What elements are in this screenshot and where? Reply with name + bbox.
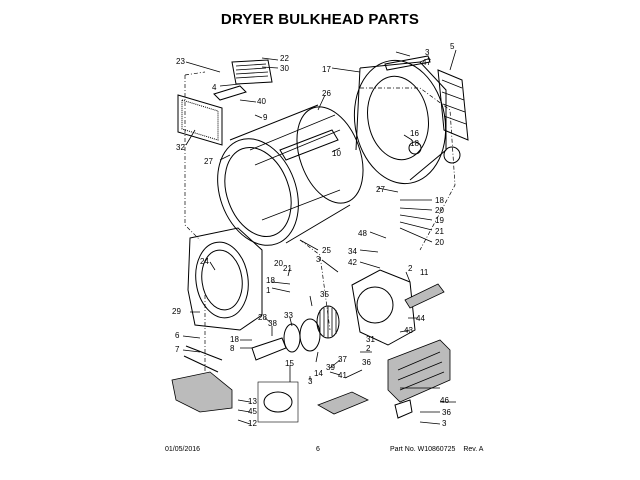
footer-page-number: 6 (316, 446, 320, 453)
callout-10: 10 (332, 149, 341, 158)
callout-29: 29 (172, 307, 181, 316)
callout-38: 38 (268, 319, 277, 328)
callout-47: 47 (422, 58, 431, 67)
callout-32: 32 (176, 143, 185, 152)
callout-37: 37 (338, 355, 347, 364)
page-title: DRYER BULKHEAD PARTS (220, 11, 420, 28)
callout-5: 5 (450, 42, 455, 51)
callout-8: 8 (230, 344, 235, 353)
blower-housing (351, 269, 416, 346)
callout-18d: 18 (230, 335, 239, 344)
glide-7 (183, 355, 219, 373)
callout-43: 43 (404, 326, 413, 335)
callout-44: 44 (416, 314, 425, 323)
drum (217, 104, 364, 246)
callout-1: 1 (266, 286, 271, 295)
callout-9: 9 (263, 113, 268, 122)
lint-filter (317, 391, 369, 415)
callout-20a: 20 (435, 206, 444, 215)
duct-38 (251, 337, 287, 361)
callout-25: 25 (322, 246, 331, 255)
callout-40: 40 (257, 97, 266, 106)
lint-screen (177, 94, 223, 146)
callout-12: 12 (248, 419, 257, 428)
seal-box (257, 381, 299, 423)
callout-18b: 18 (435, 196, 444, 205)
revision-text: Rev. A (463, 446, 484, 453)
callout-33: 33 (284, 311, 293, 320)
callout-36b: 36 (442, 408, 451, 417)
callout-15: 15 (285, 359, 294, 368)
assembly-outline (184, 71, 456, 395)
seal-39 (299, 318, 321, 352)
callout-27a: 27 (204, 157, 213, 166)
callout-13: 13 (248, 397, 257, 406)
callout-30: 30 (280, 64, 289, 73)
callout-3a: 3 (425, 48, 430, 57)
callout-21b: 21 (283, 264, 292, 273)
callout-23: 23 (176, 57, 185, 66)
callout-19: 19 (435, 216, 444, 225)
latch-bracket (213, 85, 247, 101)
lint-duct (171, 371, 233, 413)
callout-42: 42 (348, 258, 357, 267)
callout-14: 14 (314, 369, 323, 378)
blower-wheel (316, 305, 340, 339)
callout-22: 22 (280, 54, 289, 63)
callout-18a: 18 (410, 139, 419, 148)
callout-17: 17 (322, 65, 331, 74)
callout-46: 46 (440, 396, 449, 405)
part-number-text: Part No. W10860725 (390, 446, 456, 453)
callout-3c: 3 (308, 377, 313, 386)
callout-24: 24 (200, 257, 209, 266)
callout-21a: 21 (435, 227, 444, 236)
callout-3b: 3 (316, 255, 321, 264)
callout-45: 45 (248, 407, 257, 416)
callout-18c: 18 (266, 276, 275, 285)
callout-36a: 36 (362, 358, 371, 367)
glide-6 (185, 345, 223, 361)
callout-3d: 3 (442, 419, 447, 428)
rear-bulkhead (353, 59, 447, 185)
callout-31: 31 (366, 335, 375, 344)
heater-bracket (394, 399, 413, 419)
front-bulkhead (187, 227, 263, 331)
callout-2b: 2 (366, 344, 371, 353)
callout-35: 35 (320, 290, 329, 299)
callout-6: 6 (175, 331, 180, 340)
callout-11: 11 (420, 268, 429, 277)
top-bracket (384, 55, 431, 71)
callout-28: 28 (258, 313, 267, 322)
seal-ring-15 (263, 391, 293, 413)
callout-34: 34 (348, 247, 357, 256)
motor-shaft (404, 283, 445, 309)
lint-grille (231, 59, 273, 85)
footer-part-number: Part No. W10860725 Rev. A (390, 446, 483, 453)
callout-20b: 20 (435, 238, 444, 247)
heater-cover (437, 69, 469, 164)
callout-2a: 2 (408, 264, 413, 273)
callout-39: 39 (326, 363, 335, 372)
heater-element (387, 339, 451, 403)
callout-27b: 27 (376, 185, 385, 194)
callout-41: 41 (338, 371, 347, 380)
callout-48: 48 (358, 229, 367, 238)
footer-date: 01/05/2016 (165, 446, 201, 453)
callout-26: 26 (322, 89, 331, 98)
callout-7: 7 (175, 345, 180, 354)
callout-20c: 20 (274, 259, 283, 268)
callout-16: 16 (410, 129, 419, 138)
callout-4: 4 (212, 83, 217, 92)
